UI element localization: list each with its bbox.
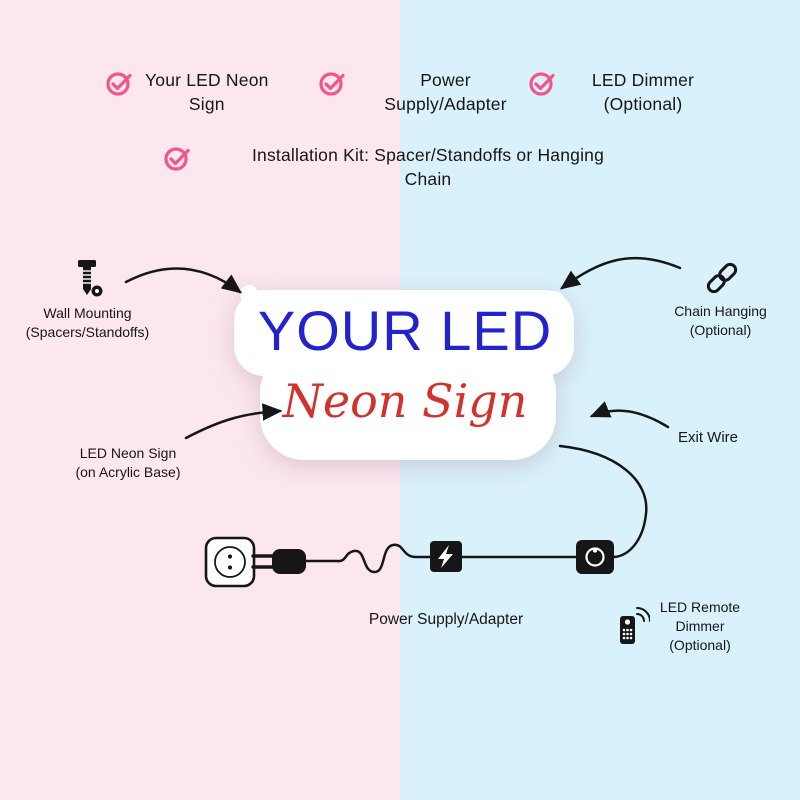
neon-sign-preview: YOUR LED Neon Sign	[232, 285, 578, 466]
checklist-item: Installation Kit: Spacer/Standoffs or Ha…	[163, 143, 653, 191]
check-icon	[319, 72, 345, 96]
check-icon	[164, 147, 190, 171]
label-power-supply: Power Supply/Adapter	[368, 611, 524, 628]
label-exit-wire: Exit Wire	[678, 429, 738, 446]
check-icon	[529, 72, 555, 96]
checklist-item: Your LED Neon Sign	[105, 68, 269, 116]
checklist-item-label: Installation Kit: Spacer/Standoffs or Ha…	[251, 145, 605, 189]
checklist-item: LED Dimmer (Optional)	[528, 68, 718, 116]
checklist-item-label: Your LED Neon Sign	[145, 70, 269, 114]
checklist-item-label: LED Dimmer (Optional)	[591, 70, 695, 114]
sign-text-script: Neon Sign	[282, 374, 528, 428]
checklist-item: Power Supply/Adapter	[318, 68, 533, 116]
check-icon	[106, 72, 132, 96]
label-led-neon-sign: LED Neon Sign (on Acrylic Base)	[75, 445, 181, 480]
sign-mount-tab	[546, 291, 564, 309]
checklist-item-label: Power Supply/Adapter	[384, 70, 507, 114]
screw-icon	[78, 260, 103, 297]
label-chain-hanging: Chain Hanging (Optional)	[674, 303, 767, 338]
label-remote-dimmer: LED Remote Dimmer (Optional)	[659, 599, 741, 653]
sign-mount-tab	[240, 285, 258, 303]
chain-link-icon	[706, 262, 738, 294]
sign-text-primary: YOUR LED	[257, 299, 553, 362]
sign-acrylic-base	[260, 348, 556, 460]
label-wall-mounting: Wall Mounting (Spacers/Standoffs)	[25, 305, 150, 340]
remote-control-icon	[620, 607, 650, 644]
